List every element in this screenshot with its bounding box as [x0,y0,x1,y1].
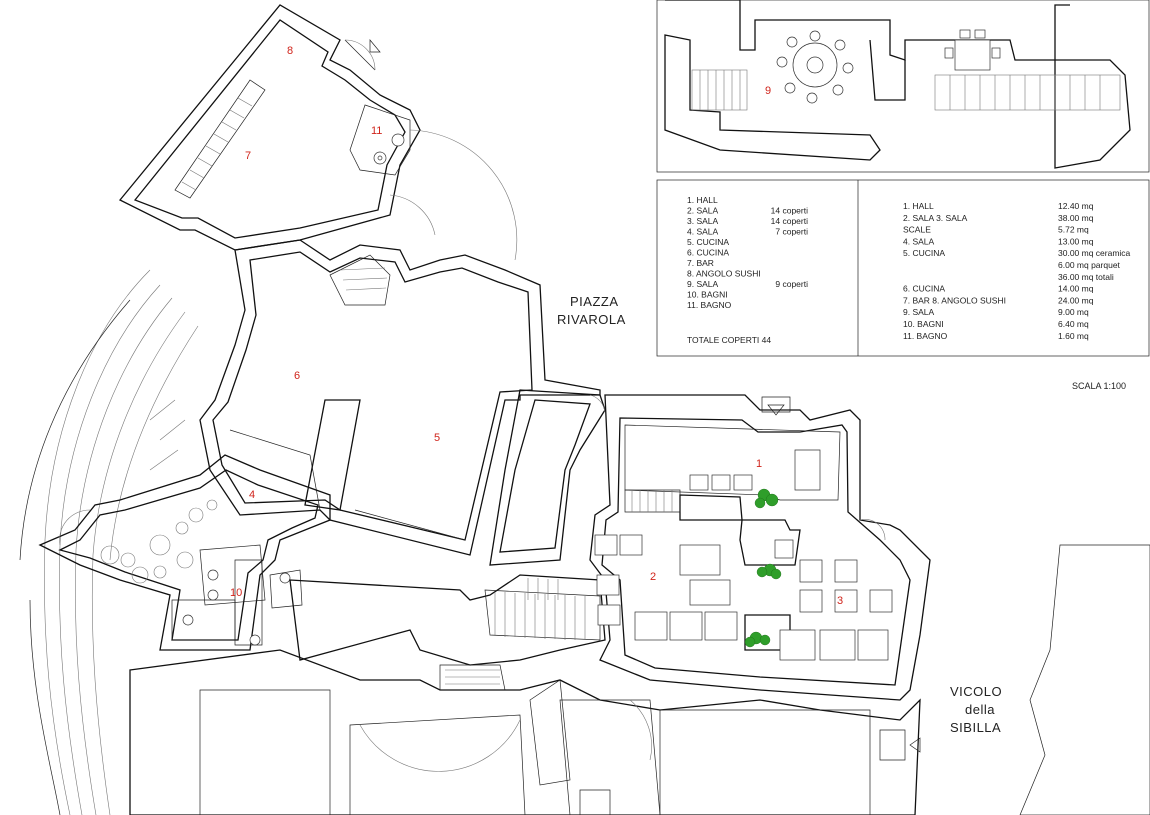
room-number-8: 8 [287,45,293,57]
room-number-1: 1 [756,458,762,470]
building-central [199,239,601,556]
legend-right-item-value: 13.00 mq [1058,236,1094,246]
legend-right-item-name: 6. CUCINA [903,284,945,294]
legend-right-item-value: 14.00 mq [1058,284,1094,294]
legend-right-item-value: 9.00 mq [1058,307,1089,317]
room-number-6: 6 [294,370,300,382]
legend-right-item-name: 9. SALA [903,307,935,317]
legend-left-item-name: 2. SALA [687,206,719,216]
vicolo-label-line3: SIBILLA [950,720,1001,735]
inset-room-9-plan [656,0,1150,173]
left-curved-ramps [19,269,199,815]
legend-right-item-value: 5.72 mq [1058,225,1089,235]
legend-left-item-name: 5. CUCINA [687,237,729,247]
room-number-7: 7 [245,150,251,162]
legend-right-item-name: 4. SALA [903,236,935,246]
legend-left-item-name: 4. SALA [687,227,719,237]
legend-left-item-name: 3. SALA [687,216,719,226]
legend-right-item-value: 30.00 mq ceramica [1058,248,1131,258]
vicolo-label-line1: VICOLO [950,684,1002,699]
building-far-east [1019,544,1150,815]
legend-right-item-name: 2. SALA 3. SALA [903,213,968,223]
building-corridor-east [489,389,606,566]
legend-left-item-name: 1. HALL [687,195,718,205]
building-east-restaurant [589,394,931,761]
scale-label: SCALA 1:100 [1072,381,1126,391]
room-number-3: 3 [837,595,843,607]
legend-panel [656,179,1150,357]
room-number-2: 2 [650,571,656,583]
room-number-11: 11 [371,125,382,137]
legend-right-item-name: SCALE [903,225,931,235]
building-south-west [38,454,331,651]
legend-right-item-value: 24.00 mq [1058,295,1094,305]
legend-left-item-info: 9 coperti [775,279,808,289]
plant-icon [744,488,782,648]
building-south [129,649,921,815]
legend-right-item-value: 1.60 mq [1058,331,1089,341]
legend-left-item-info: 7 coperti [775,227,808,237]
legend-left-item-info: 14 coperti [771,206,808,216]
legend-right-item-value: 36.00 mq totali [1058,272,1114,282]
legend-right-item-name: 10. BAGNI [903,319,944,329]
room-number-4: 4 [249,489,255,501]
building-north-west [118,4,518,261]
legend-left-item-name: 10. BAGNI [687,290,728,300]
central-stair [289,574,606,691]
room-number-10: 10 [230,587,242,599]
piazza-label-line1: PIAZZA [570,294,619,309]
legend-right-item-value: 38.00 mq [1058,213,1094,223]
legend-left-item-name: 8. ANGOLO SUSHI [687,269,761,279]
room-number-9: 9 [765,85,771,97]
legend-left-item-info: 14 coperti [771,216,808,226]
legend-left-item-name: 6. CUCINA [687,248,729,258]
legend-right-item-name: 5. CUCINA [903,248,945,258]
legend-left-item-name: 11. BAGNO [687,300,732,310]
legend-right-item-name: 7. BAR 8. ANGOLO SUSHI [903,295,1006,305]
legend-right: 1. HALL 12.40 mq 2. SALA 3. SALA 38.00 mq S… [903,201,1131,341]
piazza-label-line2: RIVAROLA [557,312,626,327]
legend-right-item-name: 1. HALL [903,201,934,211]
legend-left-item-name: 7. BAR [687,258,714,268]
legend-right-item-name: 11. BAGNO [903,331,948,341]
room-number-5: 5 [434,432,440,444]
vicolo-label-line2: della [965,702,995,717]
legend-right-item-value: 6.40 mq [1058,319,1089,329]
legend-left-item-name: 9. SALA [687,279,719,289]
legend-left-total: TOTALE COPERTI 44 [687,335,771,345]
legend-right-item-value: 12.40 mq [1058,201,1094,211]
legend-right-item-value: 6.00 mq parquet [1058,260,1121,270]
